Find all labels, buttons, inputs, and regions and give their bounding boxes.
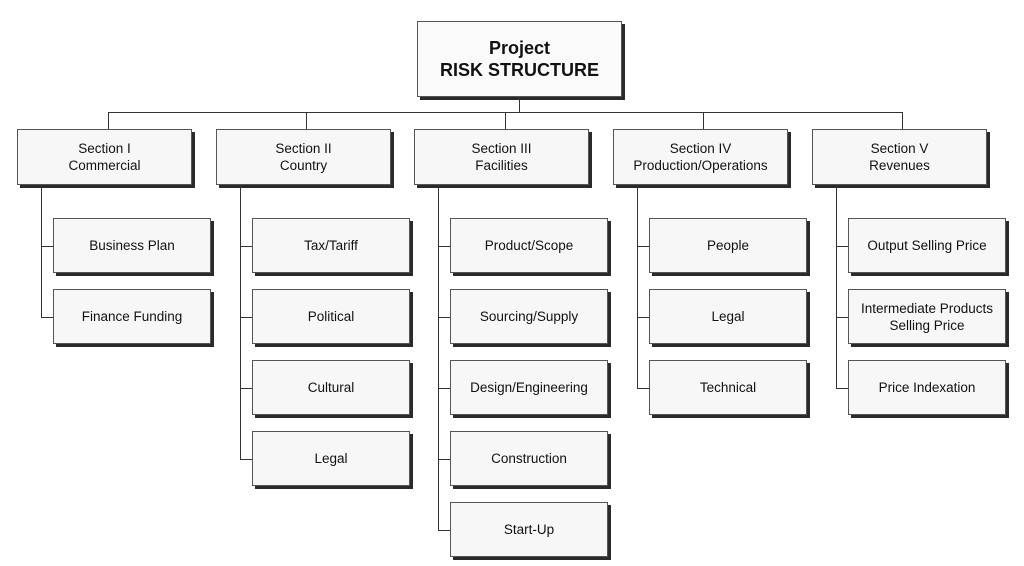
connector-trunk-i bbox=[41, 185, 42, 318]
connector-branch-ii-1 bbox=[240, 317, 252, 318]
section-box-i-label: Section I Commercial bbox=[68, 141, 141, 173]
connector-trunk-v bbox=[836, 185, 837, 389]
risk-item-iv-3: Technical bbox=[649, 360, 807, 415]
risk-item-iii-4-label: Construction bbox=[491, 451, 567, 466]
risk-item-iv-2: Legal bbox=[649, 289, 807, 344]
connector-branch-iii-1 bbox=[438, 317, 450, 318]
connector-branch-i-0 bbox=[41, 246, 53, 247]
risk-item-iv-1-label: People bbox=[706, 238, 750, 253]
connector-branch-ii-0 bbox=[240, 246, 252, 247]
risk-item-iii-2: Sourcing/Supply bbox=[450, 289, 608, 344]
connector-branch-ii-2 bbox=[240, 388, 252, 389]
risk-item-i-1: Business Plan bbox=[53, 218, 211, 273]
risk-item-ii-2-label: Political bbox=[307, 309, 355, 324]
risk-item-v-1: Output Selling Price bbox=[848, 218, 1006, 273]
risk-item-ii-3: Cultural bbox=[252, 360, 410, 415]
risk-item-iv-3-label: Technical bbox=[699, 380, 757, 395]
risk-item-iii-1-label: Product/Scope bbox=[484, 238, 574, 253]
connector-branch-iii-2 bbox=[438, 388, 450, 389]
risk-item-ii-1: Tax/Tariff bbox=[252, 218, 410, 273]
risk-item-v-2: Intermediate Products Selling Price bbox=[848, 289, 1006, 344]
connector-drop-i bbox=[108, 112, 109, 129]
section-box-iii-label: Section III Facilities bbox=[471, 141, 532, 173]
risk-item-ii-4: Legal bbox=[252, 431, 410, 486]
risk-item-ii-1-label: Tax/Tariff bbox=[304, 238, 358, 253]
risk-item-iii-5: Start-Up bbox=[450, 502, 608, 557]
risk-item-iii-3: Design/Engineering bbox=[450, 360, 608, 415]
section-box-i: Section I Commercial bbox=[17, 129, 192, 185]
connector-branch-iv-1 bbox=[637, 317, 649, 318]
risk-item-i-1-label: Business Plan bbox=[89, 238, 175, 253]
risk-item-i-2-label: Finance Funding bbox=[81, 309, 183, 324]
section-box-iv-label: Section IV Production/Operations bbox=[633, 141, 768, 173]
risk-item-ii-4-label: Legal bbox=[314, 451, 348, 466]
section-box-ii-label: Section II Country bbox=[275, 141, 332, 173]
risk-item-iv-1: People bbox=[649, 218, 807, 273]
connector-drop-iv bbox=[703, 112, 704, 129]
risk-item-iii-3-label: Design/Engineering bbox=[470, 380, 588, 395]
connector-trunk-iv bbox=[637, 185, 638, 389]
risk-item-iii-2-label: Sourcing/Supply bbox=[479, 309, 579, 324]
risk-item-iii-4: Construction bbox=[450, 431, 608, 486]
section-box-v-label: Section V Revenues bbox=[869, 141, 930, 173]
risk-item-v-2-label: Intermediate Products Selling Price bbox=[860, 300, 994, 333]
connector-branch-iii-4 bbox=[438, 530, 450, 531]
connector-trunk-iii bbox=[438, 185, 439, 531]
connector-drop-v bbox=[902, 112, 903, 129]
connector-branch-iii-3 bbox=[438, 459, 450, 460]
section-box-iii: Section III Facilities bbox=[414, 129, 589, 185]
risk-item-i-2: Finance Funding bbox=[53, 289, 211, 344]
risk-item-iii-1: Product/Scope bbox=[450, 218, 608, 273]
section-box-iv: Section IV Production/Operations bbox=[613, 129, 788, 185]
risk-item-v-1-label: Output Selling Price bbox=[867, 238, 987, 253]
section-box-ii: Section II Country bbox=[216, 129, 391, 185]
connector-branch-i-1 bbox=[41, 317, 53, 318]
risk-item-v-3: Price Indexation bbox=[848, 360, 1006, 415]
connector-branch-ii-3 bbox=[240, 459, 252, 460]
connector-branch-iv-2 bbox=[637, 388, 649, 389]
connector-trunk-ii bbox=[240, 185, 241, 460]
connector-drop-ii bbox=[306, 112, 307, 129]
root-box: Project RISK STRUCTURE bbox=[417, 21, 622, 97]
risk-item-ii-2: Political bbox=[252, 289, 410, 344]
connector-branch-v-1 bbox=[836, 317, 848, 318]
risk-item-v-3-label: Price Indexation bbox=[878, 380, 976, 395]
risk-item-iv-2-label: Legal bbox=[711, 309, 745, 324]
connector-branch-v-0 bbox=[836, 246, 848, 247]
connector-drop-iii bbox=[505, 112, 506, 129]
root-title-line1: Project bbox=[488, 38, 550, 58]
connector-root-stem bbox=[519, 97, 520, 113]
risk-item-ii-3-label: Cultural bbox=[307, 380, 355, 395]
connector-branch-iv-0 bbox=[637, 246, 649, 247]
section-box-v: Section V Revenues bbox=[812, 129, 987, 185]
risk-item-iii-5-label: Start-Up bbox=[503, 522, 555, 537]
connector-branch-iii-0 bbox=[438, 246, 450, 247]
root-title-line2: RISK STRUCTURE bbox=[439, 60, 599, 80]
connector-branch-v-2 bbox=[836, 388, 848, 389]
